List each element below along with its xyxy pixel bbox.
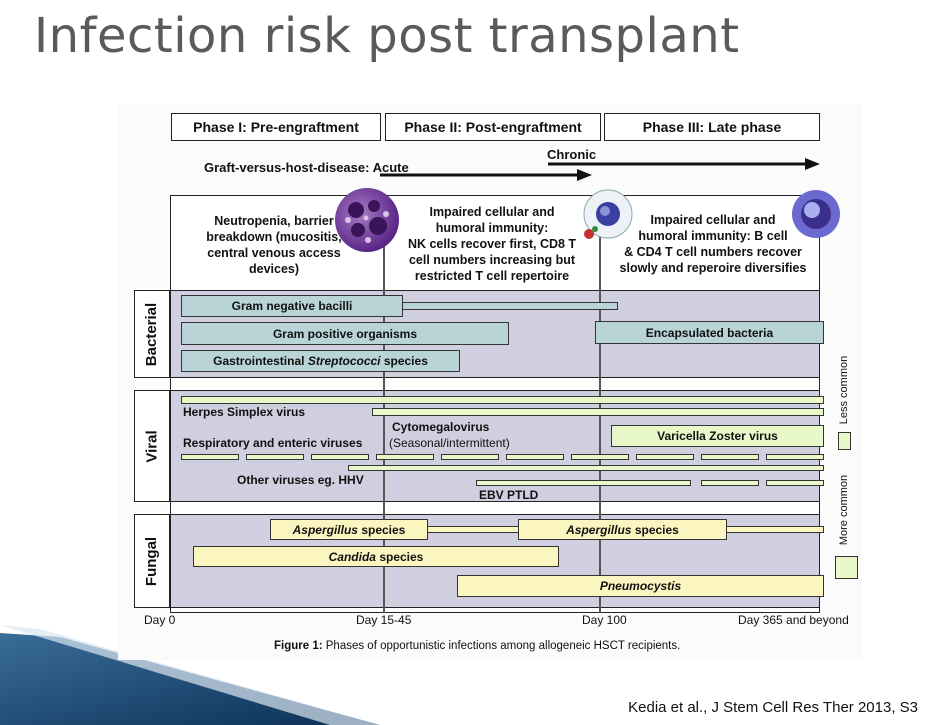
legend-less-label: Less common: [834, 352, 854, 428]
aspergillus-1-suffix: species: [357, 522, 406, 537]
gi-strep-suffix: species: [380, 354, 428, 368]
legend-less-swatch: [838, 432, 851, 450]
aspergillus-2-italic: Aspergillus: [566, 522, 632, 537]
gvhd-label: Graft-versus-host-disease: Acute: [204, 160, 409, 175]
caption-bold: Figure 1:: [274, 640, 323, 652]
respiratory-segment: [506, 454, 564, 460]
vzv-label: Varicella Zoster virus: [657, 429, 778, 443]
gvhd-arrows: [380, 158, 820, 181]
note-1-line-1: Neutropenia, barrier: [214, 214, 334, 228]
gi-strep-italic: Streptococci: [307, 354, 381, 368]
slide-title: Infection risk post transplant: [34, 8, 740, 64]
respiratory-segment: [571, 454, 629, 460]
pneumocystis-bar: Pneumocystis: [457, 575, 824, 597]
gvhd-acute: Acute: [372, 160, 409, 175]
note-2-line-5: restricted T cell repertoire: [414, 269, 570, 283]
phase-3-header: Phase III: Late phase: [604, 113, 820, 141]
viral-label-box: Viral: [134, 390, 170, 502]
note-3-line-4: slowly and reperoire diversifies: [619, 261, 807, 275]
ebv-segment: [476, 480, 691, 486]
caption-text: Phases of opportunistic infections among…: [322, 640, 681, 652]
bacterial-label: Bacterial: [143, 302, 161, 366]
respiratory-segment: [311, 454, 369, 460]
herpes-label: Herpes Simplex virus: [183, 405, 306, 419]
phase-3-note: Impaired cellular and humoral immunity: …: [610, 212, 816, 276]
neutrophil-cell-icon: [335, 188, 399, 252]
gram-negative-label: Gram negative bacilli: [231, 299, 353, 313]
aspergillus-2-suffix: species: [631, 522, 679, 537]
axis-day365: Day 365 and beyond: [738, 613, 849, 627]
respiratory-segment: [636, 454, 694, 460]
lymphocyte-cell-icon: [583, 189, 633, 239]
aspergillus-1-italic: Aspergillus: [292, 522, 358, 537]
phase-2-header: Phase II: Post-engraftment: [385, 113, 601, 141]
cmv-bar: [372, 408, 824, 416]
decorative-swoosh: [0, 625, 380, 725]
respiratory-segment: [441, 454, 499, 460]
gram-negative-extension: [400, 302, 618, 310]
respiratory-segment: [766, 454, 824, 460]
gi-strep-bar: Gastrointestinal Streptococci species: [181, 350, 460, 372]
fungal-label: Fungal: [143, 536, 161, 586]
axis-day100: Day 100: [582, 613, 627, 627]
aspergillus-tail: [725, 526, 824, 533]
respiratory-segment: [376, 454, 434, 460]
gvhd-chronic: Chronic: [547, 147, 597, 162]
ebv-segment: [701, 480, 759, 486]
axis-day0: Day 0: [144, 613, 176, 627]
fungal-label-box: Fungal: [134, 514, 170, 608]
candida-italic: Candida: [328, 549, 376, 564]
note-1-line-2: breakdown (mucositis,: [206, 230, 342, 244]
note-2-line-1: Impaired cellular and: [429, 205, 555, 219]
note-1-line-3: central venous access: [207, 246, 341, 260]
gram-positive-bar: Gram positive organisms: [181, 322, 509, 345]
respiratory-segment: [181, 454, 239, 460]
gi-strep-prefix: Gastrointestinal: [213, 354, 308, 368]
legend-less-text: Less common: [838, 355, 851, 425]
note-2-line-3: NK cells recover first, CD8 T: [407, 237, 577, 251]
aspergillus-bar-1: Aspergillus species: [270, 519, 428, 540]
figure-caption: Figure 1: Phases of opportunistic infect…: [274, 640, 680, 652]
note-2-line-4: cell numbers increasing but: [408, 253, 575, 267]
phase-2-note: Impaired cellular and humoral immunity: …: [392, 204, 592, 284]
candida-suffix: species: [375, 549, 424, 564]
gram-positive-label: Gram positive organisms: [272, 326, 418, 341]
note-2-line-2: humoral immunity:: [435, 221, 549, 235]
gvhd-title: Graft-versus-host-disease:: [204, 160, 370, 175]
encapsulated-label: Encapsulated bacteria: [645, 325, 774, 340]
vzv-bar: Varicella Zoster virus: [611, 425, 824, 447]
ebv-segment: [766, 480, 824, 486]
ebv-label: EBV PTLD: [479, 488, 539, 502]
divider-day100: [599, 195, 601, 613]
axis-day15: Day 15-45: [356, 613, 412, 627]
plasma-cell-icon: [792, 190, 840, 238]
citation: Kedia et al., J Stem Cell Res Ther 2013,…: [628, 699, 918, 716]
herpes-bar: [181, 396, 824, 404]
gram-negative-bar: Gram negative bacilli: [181, 295, 403, 317]
aspergillus-connector: [425, 526, 520, 533]
respiratory-segment: [701, 454, 759, 460]
legend-more-swatch: [835, 556, 858, 579]
bacterial-label-box: Bacterial: [134, 290, 170, 378]
other-viruses-label: Other viruses eg. HHV: [237, 473, 364, 487]
divider-day15: [383, 195, 385, 613]
candida-bar: Candida species: [193, 546, 559, 567]
note-3-line-1: Impaired cellular and: [650, 213, 776, 227]
encapsulated-bar: Encapsulated bacteria: [595, 321, 824, 344]
phase-1-header: Phase I: Pre-engraftment: [171, 113, 381, 141]
respiratory-label: Respiratory and enteric viruses: [183, 436, 363, 450]
aspergillus-bar-2: Aspergillus species: [518, 519, 727, 540]
legend-more-text: More common: [838, 474, 851, 546]
other-viruses-bar: [348, 465, 824, 471]
note-3-line-2: humoral immunity: B cell: [638, 229, 788, 243]
phase-1-note: Neutropenia, barrier breakdown (mucositi…: [174, 213, 374, 277]
note-3-line-3: & CD4 T cell numbers recover: [624, 245, 802, 259]
cmv-label: Cytomegalovirus: [392, 420, 490, 434]
cmv-note: (Seasonal/intermittent): [389, 436, 510, 450]
viral-label: Viral: [143, 429, 161, 463]
legend-more-label: More common: [834, 470, 854, 550]
pneumocystis-label: Pneumocystis: [599, 579, 682, 593]
respiratory-segment: [246, 454, 304, 460]
note-1-line-4: devices): [248, 262, 300, 276]
